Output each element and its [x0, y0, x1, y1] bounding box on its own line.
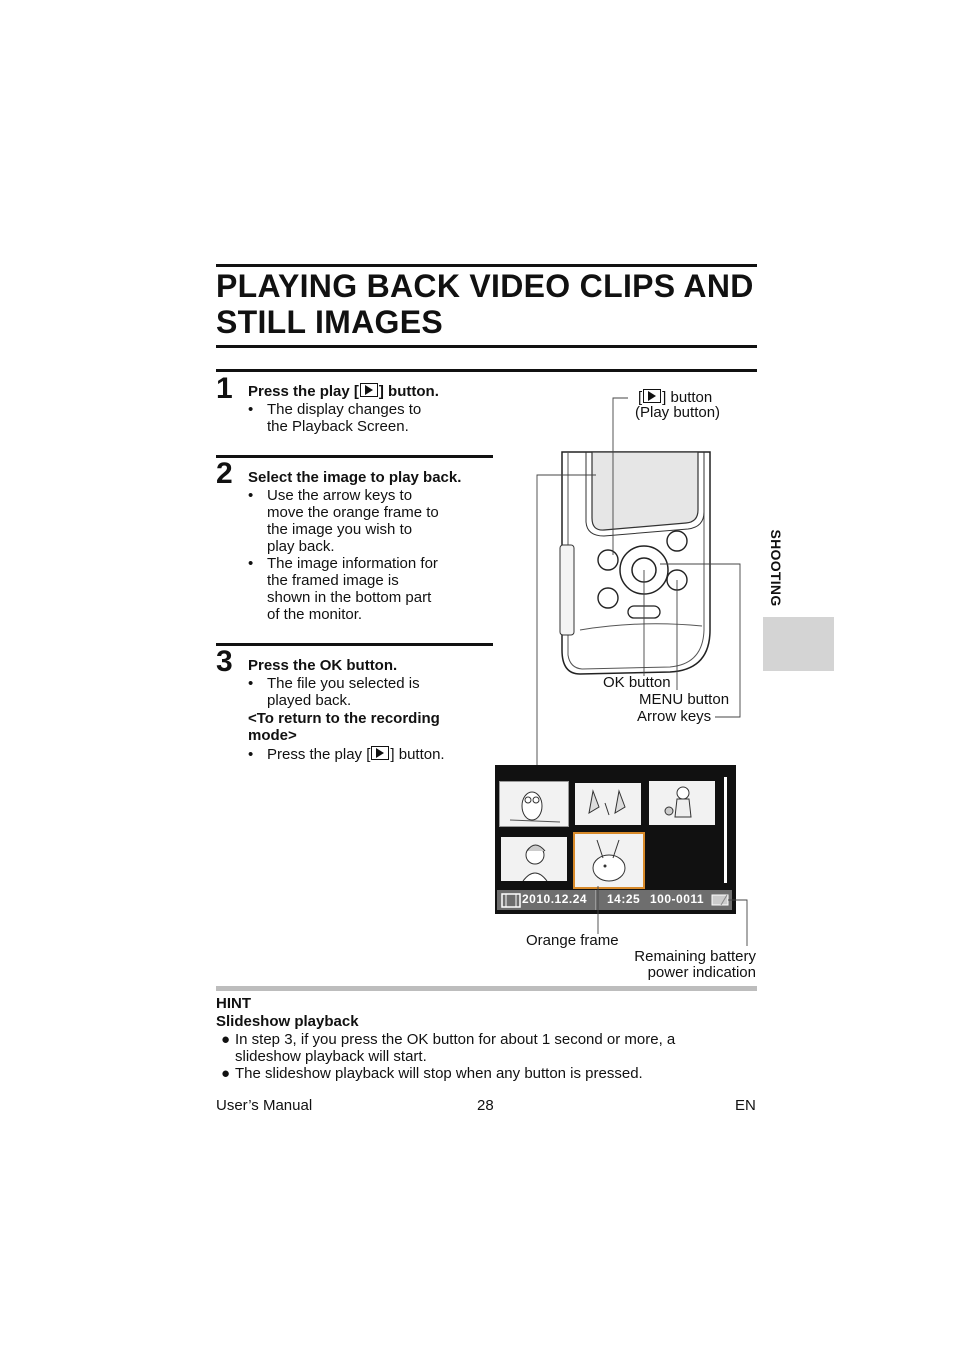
bullet-line: slideshow playback will start. [235, 1048, 427, 1065]
bullet-line: play back. [267, 538, 335, 555]
bullet-line: Use the arrow keys to [267, 487, 413, 504]
camera-side-panel [559, 544, 575, 636]
list-item: • The file you selected is played back. [248, 675, 488, 709]
screen-info-bar: 2010.12.24 14:25 100-0011 [497, 890, 732, 910]
hint-bullets: ● In step 3, if you press the OK button … [216, 1031, 756, 1082]
title-rule-bottom [216, 345, 757, 348]
bottom-left-button [597, 587, 619, 609]
play-icon [643, 389, 662, 403]
thumbnail-girl [501, 837, 567, 882]
page-title-line2: STILL IMAGES [216, 304, 444, 340]
thumbnail-rabbit-selected[interactable] [573, 832, 645, 889]
screen-divider [595, 890, 596, 910]
list-item: • The display changes to the Playback Sc… [248, 401, 478, 435]
bullet-line: shown in the bottom part [267, 589, 432, 606]
bullet-dot: • [248, 487, 254, 504]
footer-manual: User’s Manual [216, 1097, 313, 1114]
leader-play [612, 397, 628, 555]
play-button-paren: (Play button) [635, 404, 721, 421]
arrow-keys-label: Arrow keys [637, 708, 712, 725]
step3-heading: Press the OK button. [248, 657, 398, 674]
title-rule-top [216, 264, 757, 267]
screen-scrollbar [724, 777, 727, 883]
page-title-line1: PLAYING BACK VIDEO CLIPS AND [216, 268, 754, 304]
bullet-line: The display changes to [267, 401, 422, 418]
menu-button-label: MENU button [639, 691, 730, 708]
return-subheading-line1: <To return to the recording [248, 710, 440, 727]
hint-heading: Slideshow playback [216, 1013, 359, 1030]
bullet-line: of the monitor. [267, 606, 363, 623]
bullet-line: the framed image is [267, 572, 399, 589]
bullet-line: The slideshow playback will stop when an… [235, 1065, 643, 1082]
side-tab [763, 617, 834, 671]
bullet-dot: ● [221, 1065, 231, 1082]
list-item: ● In step 3, if you press the OK button … [216, 1031, 756, 1065]
step1-heading: Press the play [ ] button. [248, 383, 439, 400]
step2-rule [216, 455, 493, 458]
step3-number: 3 [216, 645, 233, 678]
camera-monitor [591, 451, 699, 531]
sub-bullet-post: ] button. [390, 746, 445, 763]
thumbnail-owl [499, 781, 569, 827]
step1-bullets: • The display changes to the Playback Sc… [248, 401, 478, 435]
list-item: ● The slideshow playback will stop when … [216, 1065, 756, 1082]
battery-label-line1: Remaining battery [634, 948, 756, 965]
bullet-dot: • [248, 555, 254, 572]
thumbnail-child [649, 781, 715, 825]
bullet-line: The file you selected is [267, 675, 420, 692]
camera-illustration [536, 397, 741, 765]
bullet-line: move the orange frame to [267, 504, 439, 521]
step1-heading-post: ] button. [378, 383, 439, 400]
play-icon [359, 383, 378, 397]
hint-rule [216, 986, 757, 991]
step2-number: 2 [216, 457, 233, 490]
battery-label-line2: power indication [647, 964, 756, 981]
screen-time: 14:25 [607, 892, 641, 906]
step1-heading-pre: Press the play [ [248, 383, 359, 400]
list-item: • Use the arrow keys to move the orange … [248, 487, 483, 555]
play-label-pre: [ [638, 389, 643, 406]
screen-leaders [597, 886, 748, 946]
step2-bullets: • Use the arrow keys to move the orange … [248, 487, 483, 623]
leader-arrow [660, 563, 741, 718]
top-right-button [666, 530, 688, 552]
thumbnail-birds [575, 783, 641, 825]
bullet-dot: • [248, 675, 254, 692]
hint-label: HINT [216, 995, 251, 1012]
bullet-line: In step 3, if you press the OK button fo… [235, 1031, 676, 1048]
screen-file-number: 100-0011 [650, 892, 705, 906]
bullet-line: the image you wish to [267, 521, 413, 538]
footer-language: EN [735, 1097, 756, 1114]
step2-heading: Select the image to play back. [248, 469, 462, 486]
return-subheading: <To return to the recording mode> [248, 710, 488, 744]
list-item: • Press the play [ ] button. [248, 746, 488, 763]
film-icon [501, 893, 521, 908]
play-label-post: ] button [662, 389, 713, 406]
screen-date: 2010.12.24 [522, 892, 588, 906]
bullet-line: The image information for [267, 555, 438, 572]
ok-button-label: OK button [603, 674, 671, 691]
page-title: PLAYING BACK VIDEO CLIPS AND STILL IMAGE… [216, 268, 761, 340]
bullet-dot: ● [221, 1031, 231, 1048]
step3-body: • The file you selected is played back. … [248, 675, 488, 763]
return-subheading-line2: mode> [248, 727, 297, 744]
list-item: • The image information for the framed i… [248, 555, 483, 623]
battery-label: Remaining battery power indication [630, 949, 756, 981]
bullet-line: played back. [267, 692, 352, 709]
play-icon [371, 746, 390, 760]
playback-screen: 2010.12.24 14:25 100-0011 [495, 765, 736, 914]
sub-bullet-pre: Press the play [ [267, 746, 371, 763]
leader-screen [536, 474, 596, 765]
bullet-dot: • [248, 401, 254, 418]
bullet-dot: • [248, 746, 254, 763]
footer-page-number: 28 [477, 1097, 494, 1114]
step3-rule [216, 643, 493, 646]
play-button-label: [ ] button [638, 389, 712, 406]
step1-rule [216, 369, 757, 372]
play-button [597, 549, 619, 571]
orange-frame-label: Orange frame [526, 932, 619, 949]
step1-number: 1 [216, 372, 233, 405]
bullet-line: the Playback Screen. [267, 418, 409, 435]
side-tab-text: SHOOTING [768, 529, 784, 607]
